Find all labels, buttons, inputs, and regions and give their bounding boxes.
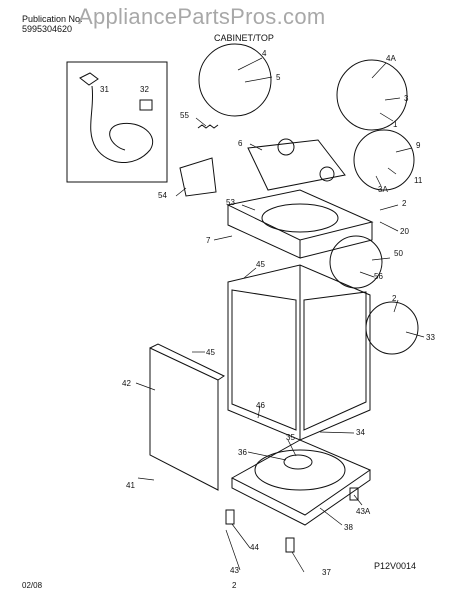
- part-label: 45: [206, 348, 215, 357]
- part-label: 5: [276, 73, 281, 82]
- cabinet-top-front: [227, 205, 301, 259]
- leader-lines: [135, 57, 425, 573]
- plug-shape: [79, 72, 99, 86]
- part-label: 43: [230, 566, 239, 575]
- part-label: 38: [344, 523, 353, 532]
- part-label: 6: [238, 139, 243, 148]
- foot-right: [349, 487, 359, 501]
- base-frame: [230, 439, 372, 516]
- detail-circle-33: [365, 301, 419, 355]
- part-label: 4: [262, 49, 267, 58]
- cabinet-side-panel: [303, 291, 367, 431]
- part-label: 20: [400, 227, 409, 236]
- part-label: 41: [126, 481, 135, 490]
- detail-circle-50: [329, 235, 383, 289]
- part-label: 7: [206, 236, 211, 245]
- part-label: 35: [286, 433, 295, 442]
- part-label: 11: [414, 176, 423, 185]
- cabinet-front-panel: [231, 289, 297, 431]
- watermark: AppliancePartsPros.com: [78, 4, 326, 29]
- cord-bracket: [139, 99, 153, 111]
- front-panel-42: [149, 347, 219, 491]
- part-label: 1: [393, 120, 398, 129]
- part-label: 9: [416, 141, 421, 150]
- part-label: 2: [402, 199, 407, 208]
- part-label: 31: [100, 85, 109, 94]
- part-label: 42: [122, 379, 131, 388]
- pulley-35: [283, 454, 313, 470]
- cabinet-body: [227, 264, 371, 441]
- part-label: 36: [238, 448, 247, 457]
- part-label: 46: [256, 401, 265, 410]
- tub-opening: [261, 203, 339, 233]
- part-label: 3A: [378, 185, 388, 194]
- foot-center: [285, 537, 295, 553]
- spring-55: [197, 124, 219, 129]
- base-frame-sides: [231, 470, 371, 526]
- power-cord: [90, 85, 153, 163]
- part-labels: 4 5 4A 3 1 55 6 9 54 3A 11 53 2 20 7 45 …: [100, 49, 435, 577]
- publication-number: 5995304620: [22, 24, 73, 34]
- lid-part: [247, 139, 346, 191]
- part-label: 53: [226, 198, 235, 207]
- detail-callout-small-left: [277, 138, 295, 156]
- detail-circle-top-left: [198, 43, 272, 117]
- part-label: 56: [374, 272, 383, 281]
- part-label: 37: [322, 568, 331, 577]
- part-label: 44: [250, 543, 259, 552]
- part-label: 50: [394, 249, 403, 258]
- part-label: 33: [426, 333, 435, 342]
- power-cord-inset: [66, 61, 168, 183]
- part-label: 3: [404, 94, 409, 103]
- cabinet-top-side: [299, 222, 373, 259]
- footer-date: 02/08: [22, 581, 43, 590]
- part-label: 2: [392, 294, 397, 303]
- detail-circle-top-right: [336, 59, 408, 131]
- front-panel-top-edge: [149, 343, 226, 381]
- panel-54: [179, 157, 217, 197]
- part-label: 34: [356, 428, 365, 437]
- part-label: 4A: [386, 54, 396, 63]
- part-label: 55: [180, 111, 189, 120]
- footer-page: 2: [232, 581, 237, 590]
- base-drum: [254, 449, 346, 491]
- part-label: 43A: [356, 507, 371, 516]
- detail-callout-small-right: [319, 166, 335, 182]
- section-title: CABINET/TOP: [214, 33, 274, 43]
- part-label: 45: [256, 260, 265, 269]
- publication-label: Publication No.: [22, 14, 83, 24]
- figure-code: P12V0014: [374, 561, 417, 571]
- part-label: 54: [158, 191, 167, 200]
- part-label: 32: [140, 85, 149, 94]
- foot-left: [225, 509, 235, 525]
- detail-circle-right-mid: [353, 129, 415, 191]
